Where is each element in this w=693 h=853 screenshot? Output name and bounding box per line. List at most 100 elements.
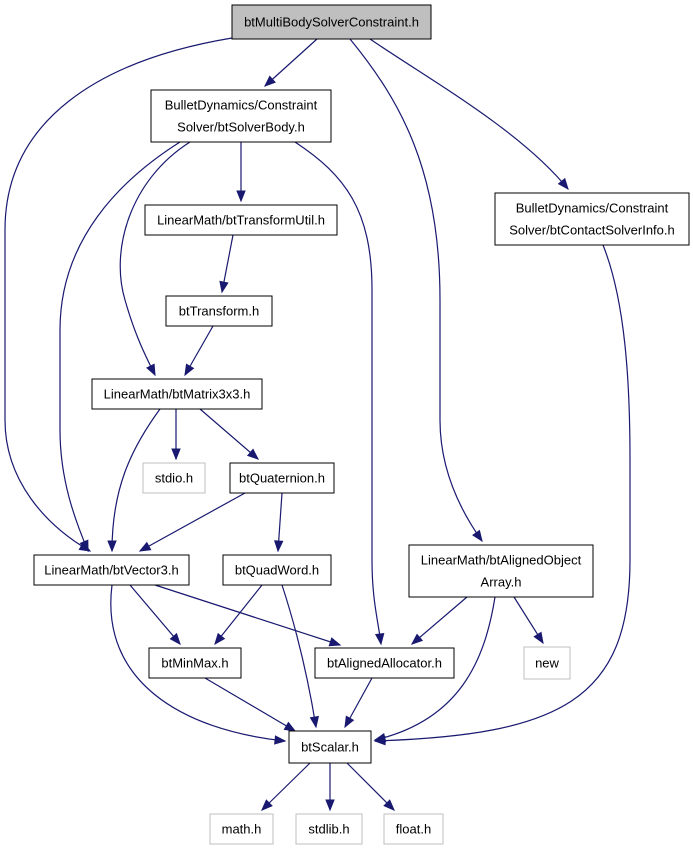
edge-line (129, 584, 181, 645)
arrowhead-icon (219, 280, 229, 294)
arrowhead-icon (138, 541, 152, 552)
node-label: LinearMath/btAlignedObject (421, 553, 582, 568)
node-minmax[interactable]: btMinMax.h (148, 647, 242, 679)
node-transformutil[interactable]: LinearMath/btTransformUtil.h (144, 204, 338, 236)
edge-line (139, 492, 246, 552)
edge-line (411, 596, 468, 645)
node-label: math.h (222, 822, 262, 837)
edge-line (369, 38, 569, 190)
node-box (148, 647, 242, 679)
node-box (383, 813, 444, 845)
edge-allocator-to-scalar (344, 677, 373, 729)
edge-vector3-to-scalar (110, 584, 287, 745)
node-allocator[interactable]: btAlignedAllocator.h (314, 647, 455, 679)
edge-solverbody-to-vector3 (59, 141, 181, 553)
edge-quaternion-to-quadword (273, 492, 284, 553)
arrowhead-icon (107, 540, 117, 553)
node-box (229, 462, 335, 494)
arrowhead-icon (557, 177, 569, 191)
edge-quadword-to-minmax (214, 584, 263, 646)
arrowhead-icon (383, 799, 395, 811)
node-box (144, 204, 338, 236)
arrowhead-icon (273, 540, 284, 553)
arrowhead-icon (184, 363, 195, 377)
arrowhead-icon (283, 721, 297, 732)
edge-vector3-to-minmax (129, 584, 181, 646)
node-stdio[interactable]: stdio.h (142, 462, 206, 494)
edge-scalar-to-math (261, 762, 311, 811)
edge-line (264, 38, 318, 87)
edge-scalar-to-float (346, 762, 395, 811)
edge-transform-to-matrix3x3 (184, 325, 214, 377)
node-label: btMultiBodySolverConstraint.h (244, 15, 419, 30)
node-box (494, 192, 690, 246)
edge-matrix3x3-to-stdio (171, 409, 181, 461)
edge-line (346, 762, 395, 811)
node-label: btAlignedAllocator.h (327, 656, 442, 671)
arrowhead-icon (274, 735, 287, 745)
edge-line (111, 408, 161, 552)
node-box (314, 647, 455, 679)
node-box (142, 462, 206, 494)
node-vector3[interactable]: LinearMath/btVector3.h (33, 554, 190, 586)
edge-alignedarray-to-allocator (410, 596, 468, 645)
arrowhead-icon (533, 631, 544, 645)
node-label: LinearMath/btMatrix3x3.h (104, 387, 251, 402)
node-math[interactable]: math.h (209, 813, 274, 845)
node-transform[interactable]: btTransform.h (165, 295, 273, 327)
edge-root-to-contactinfo (369, 38, 569, 191)
edge-line (374, 596, 496, 741)
node-quadword[interactable]: btQuadWord.h (222, 554, 332, 586)
node-box (33, 554, 190, 586)
arrowhead-icon (214, 632, 226, 646)
arrowhead-icon (374, 632, 385, 646)
edge-line (119, 141, 191, 376)
node-box (288, 730, 372, 764)
arrowhead-icon (146, 363, 156, 377)
arrowhead-icon (309, 715, 319, 729)
arrowhead-icon (246, 448, 260, 460)
arrowhead-icon (79, 539, 89, 553)
node-root[interactable]: btMultiBodySolverConstraint.h (231, 4, 432, 40)
edge-scalar-to-stdlib (325, 763, 335, 812)
node-label: LinearMath/btTransformUtil.h (157, 213, 325, 228)
node-stdlib[interactable]: stdlib.h (295, 813, 363, 845)
edge-line (349, 38, 483, 542)
node-label: Array.h (481, 575, 522, 590)
edge-minmax-to-scalar (204, 677, 297, 732)
node-quaternion[interactable]: btQuaternion.h (229, 462, 335, 494)
node-scalar[interactable]: btScalar.h (288, 730, 372, 764)
edge-solverbody-to-allocator (294, 141, 385, 646)
arrowhead-icon (169, 632, 181, 646)
edge-line (59, 141, 181, 552)
node-label: btScalar.h (301, 740, 359, 755)
node-label: float.h (396, 822, 431, 837)
node-solverbody[interactable]: BulletDynamics/ConstraintSolver/btSolver… (150, 89, 332, 143)
node-box (408, 544, 594, 598)
node-matrix3x3[interactable]: LinearMath/btMatrix3x3.h (91, 378, 263, 410)
edge-contactinfo-to-scalar (373, 244, 631, 746)
node-new[interactable]: new (523, 646, 571, 680)
edge-root-to-solverbody (264, 38, 318, 87)
edge-line (199, 408, 259, 460)
node-contactinfo[interactable]: BulletDynamics/ConstraintSolver/btContac… (494, 192, 690, 246)
arrowhead-icon (236, 190, 246, 203)
node-box (523, 646, 571, 680)
node-box (209, 813, 274, 845)
arrowhead-icon (264, 75, 276, 87)
edge-solverbody-to-transformutil (236, 142, 246, 203)
node-label: Solver/btSolverBody.h (177, 120, 305, 135)
edge-line (4, 37, 233, 552)
node-label: BulletDynamics/Constraint (516, 201, 669, 216)
node-label: btQuaternion.h (239, 471, 325, 486)
node-box (295, 813, 363, 845)
arrowhead-icon (261, 799, 273, 811)
node-label: BulletDynamics/Constraint (165, 98, 318, 113)
edge-line (261, 762, 311, 811)
arrowhead-icon (472, 529, 483, 543)
node-label: btQuadWord.h (235, 563, 319, 578)
edge-line (204, 677, 296, 732)
node-float[interactable]: float.h (383, 813, 444, 845)
